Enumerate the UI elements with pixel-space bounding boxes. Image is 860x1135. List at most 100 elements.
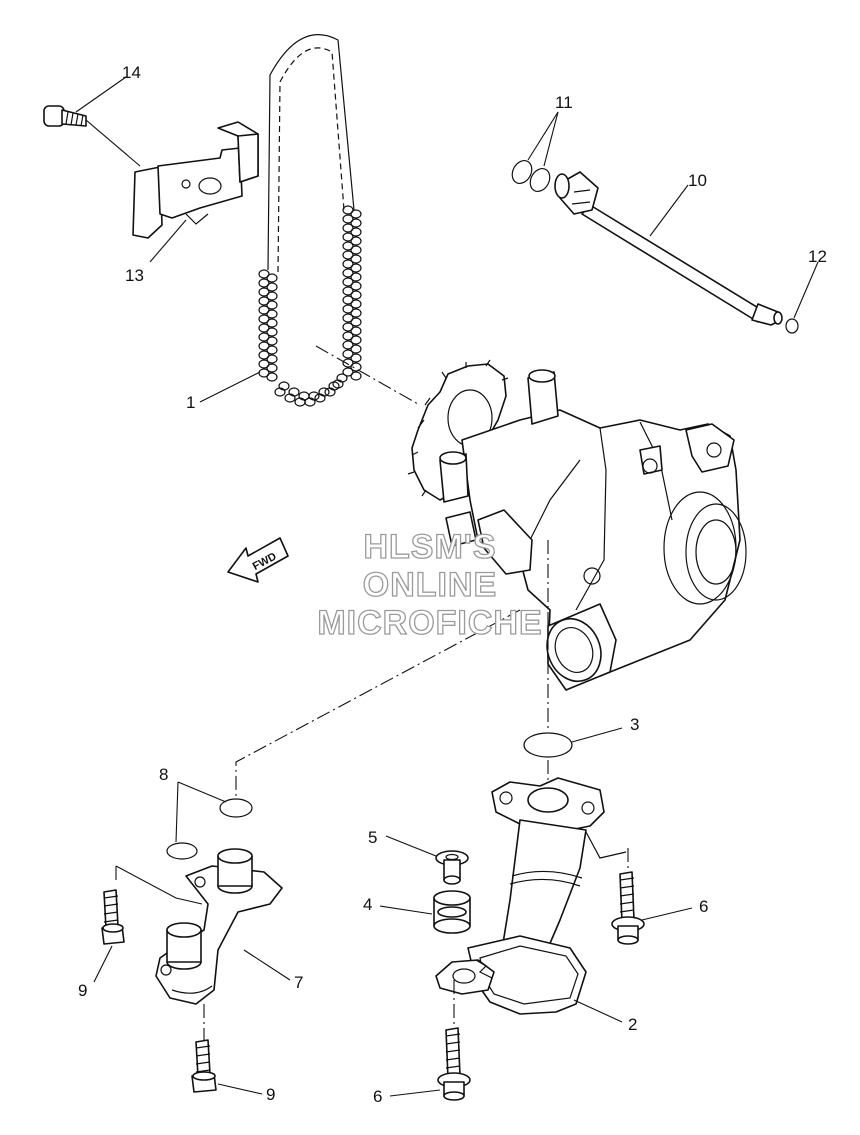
part-12-o-ring xyxy=(785,318,799,334)
part-8-o-rings xyxy=(166,798,253,860)
fwd-arrow-icon: FWD xyxy=(227,537,289,583)
part-9-bolt-bottom xyxy=(191,1039,217,1093)
chain-link xyxy=(336,373,348,383)
chain-link xyxy=(342,223,354,233)
chain-link xyxy=(266,318,278,328)
chain-link xyxy=(350,290,362,300)
callout-12[interactable]: 12 xyxy=(808,247,827,266)
chain-link xyxy=(350,272,362,282)
chain-link xyxy=(350,245,362,255)
oil-pump-assembly xyxy=(407,359,747,691)
chain-link xyxy=(258,323,270,333)
part-1-timing-chain xyxy=(258,34,362,407)
chain-link xyxy=(350,353,362,363)
chain-link xyxy=(342,241,354,251)
chain-link xyxy=(342,313,354,323)
chain-link xyxy=(350,281,362,291)
chain-link xyxy=(318,387,330,397)
chain-link xyxy=(342,304,354,314)
chain-link xyxy=(278,381,290,391)
alignment-lines xyxy=(85,119,629,1040)
chain-link xyxy=(342,358,354,368)
callout-2[interactable]: 2 xyxy=(628,1015,637,1034)
chain-link xyxy=(342,259,354,269)
callout-1[interactable]: 1 xyxy=(186,393,195,412)
chain-link xyxy=(350,317,362,327)
chain-link xyxy=(350,236,362,246)
chain-link xyxy=(266,300,278,310)
part-5-collar xyxy=(435,850,469,885)
chain-link xyxy=(342,232,354,242)
chain-link xyxy=(258,278,270,288)
chain-link xyxy=(350,299,362,309)
chain-link xyxy=(342,268,354,278)
watermark-line-1: HLSM'S xyxy=(363,528,496,566)
part-2-oil-strainer xyxy=(435,777,627,1015)
part-11-o-rings xyxy=(511,159,551,193)
chain-link xyxy=(342,367,354,377)
part-10-oil-pipe xyxy=(554,171,783,326)
callout-4[interactable]: 4 xyxy=(363,895,372,914)
chain-link xyxy=(350,308,362,318)
chain-link xyxy=(258,332,270,342)
chain-link xyxy=(258,305,270,315)
part-9-bolt-left xyxy=(101,889,125,945)
part-7-oil-pipe xyxy=(155,848,283,1005)
chain-link xyxy=(350,371,362,381)
chain-link xyxy=(266,327,278,337)
callout-13[interactable]: 13 xyxy=(125,266,144,285)
chain-link xyxy=(350,254,362,264)
chain-link xyxy=(342,331,354,341)
chain-link xyxy=(350,209,362,219)
watermark: HLSM'S ONLINE MICROFICHE xyxy=(317,527,543,642)
chain-link xyxy=(258,269,270,279)
chain-link xyxy=(266,354,278,364)
callout-5[interactable]: 5 xyxy=(368,828,377,847)
part-3-o-ring xyxy=(523,732,573,758)
chain-link xyxy=(288,387,300,397)
chain-link xyxy=(266,336,278,346)
callout-14[interactable]: 14 xyxy=(122,63,141,82)
callout-8[interactable]: 8 xyxy=(159,765,168,784)
callout-6-right[interactable]: 6 xyxy=(699,897,708,916)
chain-link xyxy=(266,273,278,283)
callout-10[interactable]: 10 xyxy=(688,171,707,190)
chain-link xyxy=(258,350,270,360)
chain-link xyxy=(350,335,362,345)
chain-link xyxy=(266,309,278,319)
callout-9-left[interactable]: 9 xyxy=(78,981,87,1000)
part-6-bolt-bottom xyxy=(437,1027,471,1101)
chain-link xyxy=(342,322,354,332)
watermark-line-2: ONLINE xyxy=(363,566,497,604)
part-13-chain-guide xyxy=(132,121,259,239)
callout-11[interactable]: 11 xyxy=(555,93,573,112)
chain-link xyxy=(342,214,354,224)
chain-link xyxy=(350,344,362,354)
part-4-grommet xyxy=(433,890,471,934)
callouts: 14 13 1 11 10 12 3 8 5 4 6 7 9 2 9 6 xyxy=(78,63,827,1106)
chain-link xyxy=(350,218,362,228)
callout-6-bottom[interactable]: 6 xyxy=(373,1087,382,1106)
chain-link xyxy=(342,250,354,260)
chain-link xyxy=(350,227,362,237)
callout-3[interactable]: 3 xyxy=(630,715,639,734)
chain-link xyxy=(342,340,354,350)
chain-link xyxy=(342,205,354,215)
chain-link xyxy=(266,363,278,373)
chain-link xyxy=(350,263,362,273)
chain-link xyxy=(258,341,270,351)
leader-lines xyxy=(75,76,819,1097)
watermark-line-3: MICROFICHE xyxy=(317,604,542,642)
callout-9-bottom[interactable]: 9 xyxy=(266,1085,275,1104)
part-6-bolt-right xyxy=(611,871,645,945)
chain-link xyxy=(342,277,354,287)
chain-link xyxy=(342,349,354,359)
chain-link xyxy=(266,291,278,301)
chain-link xyxy=(266,345,278,355)
chain-link xyxy=(266,372,278,382)
chain-link xyxy=(266,282,278,292)
callout-7[interactable]: 7 xyxy=(294,973,303,992)
chain-link xyxy=(258,314,270,324)
chain-link xyxy=(342,295,354,305)
